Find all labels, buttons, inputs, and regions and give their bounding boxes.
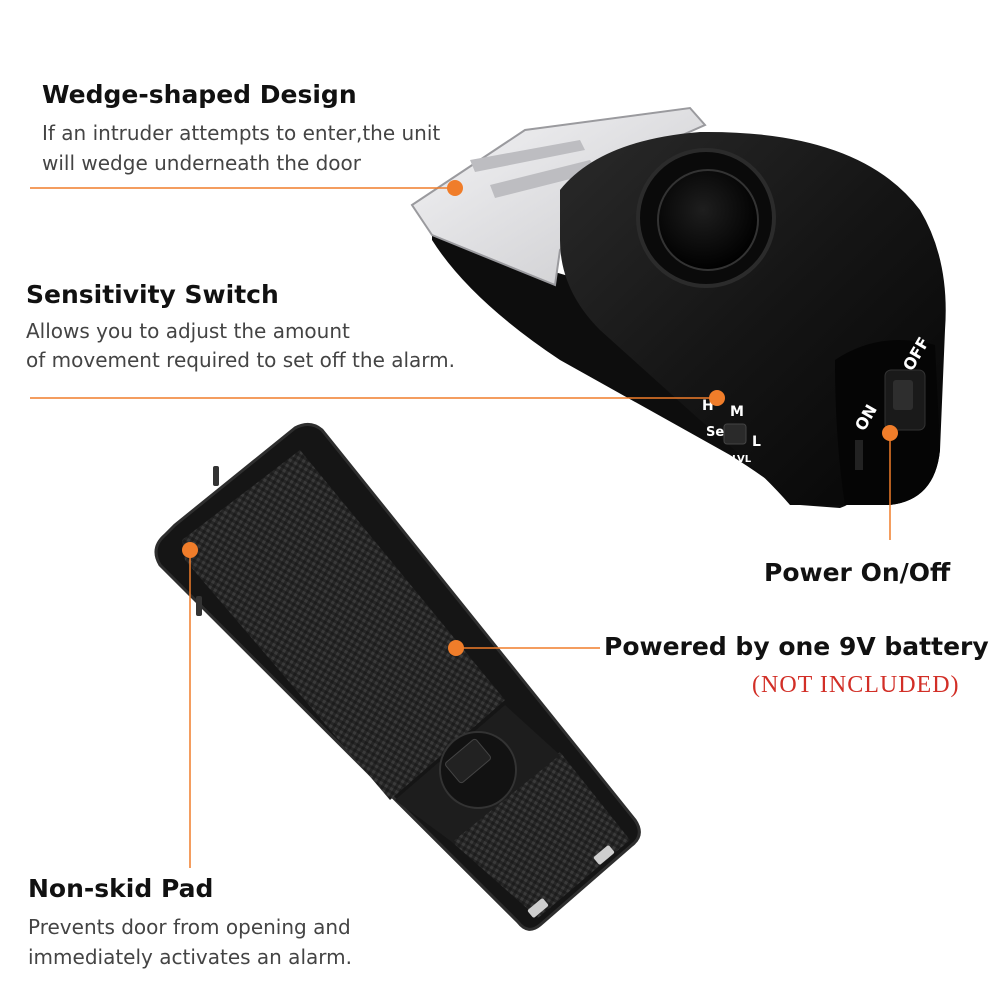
sensitivity-title: Sensitivity Switch [26,280,279,309]
power-title: Power On/Off [764,558,951,587]
wedge-design-title: Wedge-shaped Design [42,80,357,109]
sens-lvl-label: LVL [732,454,752,465]
callout-dot-wedge [447,180,463,196]
callout-dot-pad [182,542,198,558]
sens-se-label: Se [706,425,724,440]
pad-line-1: Prevents door from opening and [28,915,351,939]
bottom-view-device [154,423,641,931]
non-skid-pad-upper [182,450,505,800]
battery-title: Powered by one 9V battery [604,632,989,661]
sens-m-label: M [730,404,744,420]
wedge-design-line-1: If an intruder attempts to enter,the uni… [42,121,441,145]
latch-tab [445,738,491,784]
power-switch-knob[interactable] [893,380,913,410]
non-skid-pad-lower [452,752,630,918]
pad-title: Non-skid Pad [28,874,214,903]
callout-dot-power [882,425,898,441]
pad-line-2: immediately activates an alarm. [28,945,352,969]
wedge-design-line-2: will wedge underneath the door [42,151,362,175]
metal-foot [593,845,615,865]
sensitivity-switch[interactable]: H M L Se LVL [702,398,761,465]
metal-foot [527,898,549,918]
sensitivity-line-2: of movement required to set off the alar… [26,348,456,372]
plate-slot [470,140,585,172]
side-notch [213,466,219,486]
port-slot [855,440,863,470]
sens-h-label: H [702,398,714,414]
sensitivity-line-1: Allows you to adjust the amount [26,319,350,343]
wedge-alarm-device: ON OFF H M L Se LVL [410,106,946,508]
plate-slot [490,160,598,198]
callout-dot-battery [448,640,464,656]
sens-l-label: L [752,434,761,450]
sensitivity-knob[interactable] [723,423,747,445]
callout-dot-sensitivity [709,390,725,406]
side-notch [196,596,202,616]
speaker-icon [657,169,759,271]
callouts [30,180,898,868]
battery-note: (NOT INCLUDED) [752,672,960,698]
